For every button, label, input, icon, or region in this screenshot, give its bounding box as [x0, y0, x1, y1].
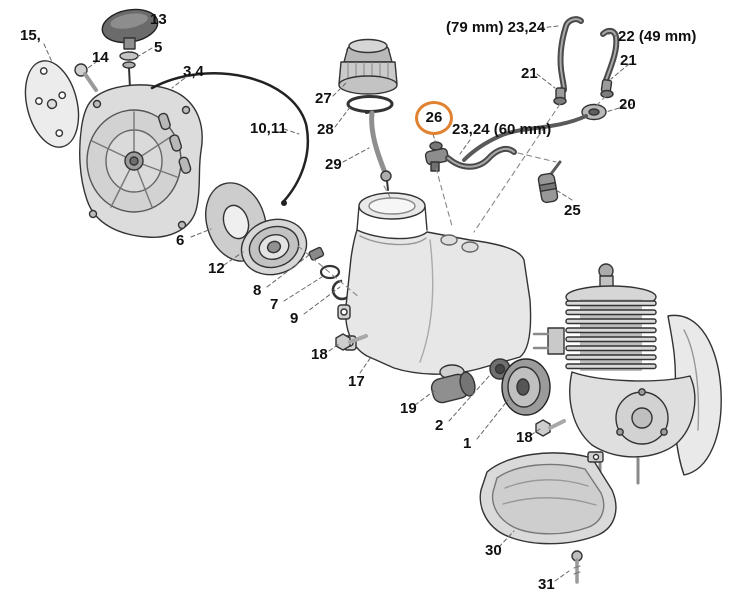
- callout-1[interactable]: 1: [463, 435, 472, 452]
- screw-18-right-part: [535, 419, 566, 437]
- callout-17[interactable]: 17: [348, 373, 365, 390]
- tank-vent-elbow-part: [424, 141, 449, 172]
- callout-29[interactable]: 29: [325, 156, 342, 173]
- starter-handle-part: [101, 8, 159, 89]
- callout-21-left[interactable]: 21: [521, 65, 538, 82]
- callout-26-label: 26: [425, 109, 443, 126]
- callout-2[interactable]: 2: [435, 417, 444, 434]
- clutch-drum-part: [501, 358, 551, 416]
- fuel-hose-79-part: [557, 16, 584, 93]
- callout-5[interactable]: 5: [154, 39, 163, 56]
- fuel-filter-part: [537, 160, 562, 204]
- callout-12[interactable]: 12: [208, 260, 225, 277]
- callout-13[interactable]: 13: [150, 11, 167, 28]
- callout-23-24-79mm[interactable]: (79 mm) 23,24: [446, 19, 546, 36]
- callout-31[interactable]: 31: [538, 576, 555, 593]
- callout-7[interactable]: 7: [270, 296, 279, 313]
- callout-15[interactable]: 15,: [20, 27, 41, 44]
- deflector-guard-part: [479, 451, 617, 545]
- callout-30[interactable]: 30: [485, 542, 502, 559]
- callout-21-right[interactable]: 21: [620, 52, 637, 69]
- callout-20[interactable]: 20: [619, 96, 636, 113]
- pawl-kit-parts: [308, 246, 353, 301]
- callout-23-24-60mm[interactable]: 23,24 (60 mm): [452, 121, 552, 138]
- callout-27[interactable]: 27: [315, 90, 332, 107]
- starter-rope-part: [150, 72, 310, 206]
- callout-10-11[interactable]: 10,11: [250, 120, 287, 137]
- cylinder-part: [532, 263, 657, 371]
- fuel-tank-part: [337, 192, 532, 380]
- cap-retainer-part: [365, 110, 392, 191]
- screw-31-part: [571, 550, 583, 584]
- crankcase-part: [569, 371, 696, 485]
- callout-6[interactable]: 6: [176, 232, 185, 249]
- callout-9[interactable]: 9: [290, 310, 299, 327]
- starter-pulley-part: [240, 218, 308, 276]
- callout-3-4[interactable]: 3,4: [183, 63, 204, 80]
- connector-21-left-part: [553, 87, 567, 106]
- fuel-line-part: [462, 114, 588, 162]
- callout-14[interactable]: 14: [92, 49, 109, 66]
- callout-18-right[interactable]: 18: [516, 429, 533, 446]
- fan-housing-part: [79, 84, 203, 238]
- callout-25[interactable]: 25: [564, 202, 581, 219]
- callout-8[interactable]: 8: [253, 282, 262, 299]
- backplate-part: [24, 60, 80, 148]
- callout-19[interactable]: 19: [400, 400, 417, 417]
- fuel-hose-60-part: [445, 145, 517, 170]
- fuel-hose-49-part: [600, 27, 620, 83]
- connector-21-right-part: [600, 79, 614, 99]
- callout-28[interactable]: 28: [317, 121, 334, 138]
- grommet-20-part: [581, 103, 607, 121]
- cap-oring-part: [346, 95, 394, 113]
- fuel-cap-part: [338, 38, 398, 95]
- buffer-19-part: [430, 371, 476, 404]
- rope-washer-part: [119, 51, 139, 69]
- leader-lines: [43, 21, 633, 582]
- assembly-axis-lines: [297, 95, 607, 299]
- callout-22-49mm[interactable]: 22 (49 mm): [618, 28, 697, 45]
- callout-18-left[interactable]: 18: [311, 346, 328, 363]
- screw-14-part: [74, 63, 98, 92]
- callout-26-selected[interactable]: 26: [415, 101, 453, 135]
